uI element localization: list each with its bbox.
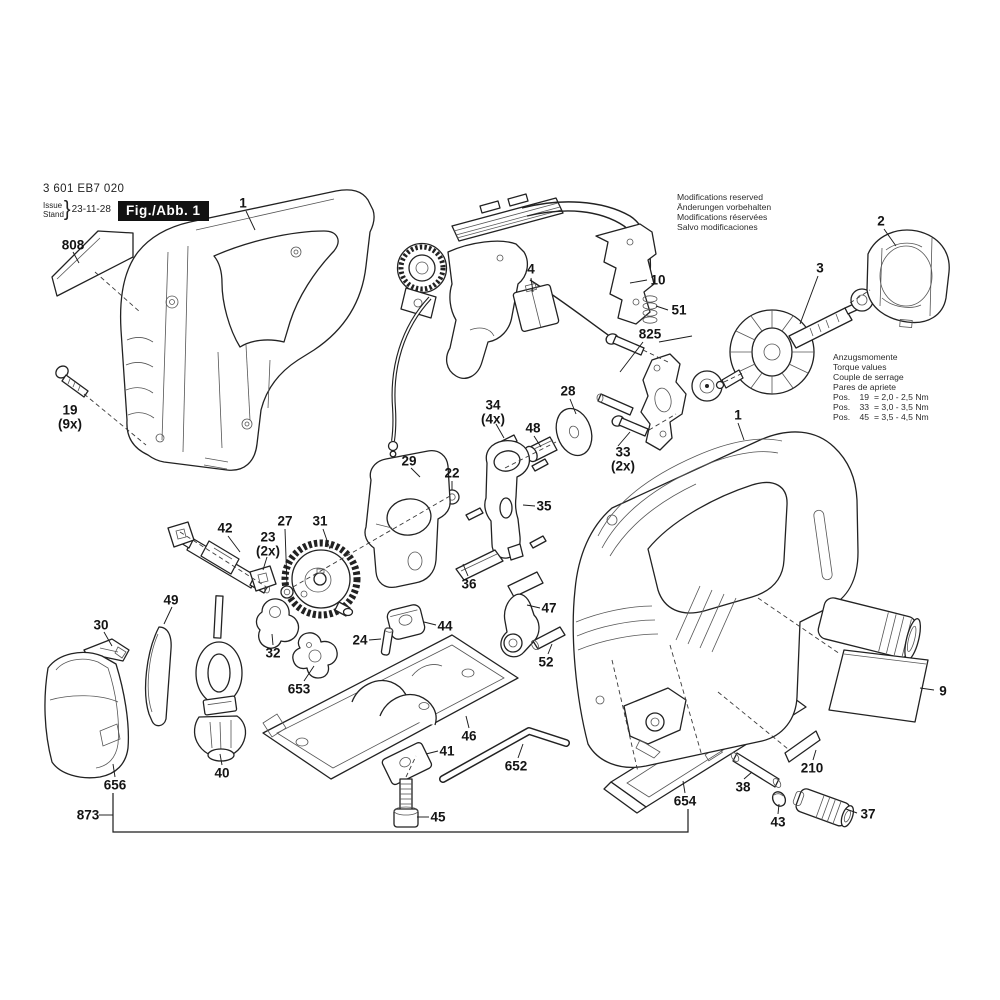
torque-pos-num: 33 — [859, 402, 869, 412]
group-bracket-873 — [99, 793, 689, 833]
issue-date: 23-11-28 — [71, 204, 111, 215]
part-28-disc — [555, 407, 593, 457]
part-37-nozzle — [792, 788, 855, 828]
torque-value: = 2,0 - 2,5 Nm — [874, 392, 929, 402]
stand-label: Stand — [43, 209, 64, 219]
part-40-plunger — [193, 595, 247, 762]
torque-values-block: Anzugsmomente Torque values Couple de se… — [833, 352, 929, 422]
torque-heading-es: Pares de apriete — [833, 382, 897, 392]
part-32-cam — [255, 598, 300, 649]
type-number: 3 601 EB7 020 — [43, 183, 125, 195]
torque-pos-label: Pos. — [833, 402, 851, 412]
assembly-axis-lines — [83, 271, 871, 778]
torque-row: Pos. 33 = 3,0 - 3,5 Nm — [833, 402, 929, 412]
torque-heading-en: Torque values — [833, 362, 887, 372]
torque-heading-de: Anzugsmomente — [833, 352, 898, 362]
part-1-left-housing — [119, 189, 375, 471]
part-24-pin — [380, 627, 394, 656]
issue-stand-block: Issue Stand } 23-11-28 — [43, 197, 111, 221]
part-38-rod — [730, 752, 782, 788]
part-653-cam-follower — [292, 632, 338, 679]
part-31-gear — [281, 539, 361, 619]
figure-label-box: Fig./Abb. 1 — [118, 201, 209, 221]
part-23-cubes — [167, 521, 277, 592]
part-210-pad — [784, 730, 821, 763]
modifications-notice: Modifications reserved Änderungen vorbeh… — [677, 192, 771, 232]
part-808-sticker — [51, 230, 134, 297]
part-10-bracket — [595, 223, 657, 325]
part-44-block — [386, 604, 426, 640]
part-46-lift-frame — [262, 634, 519, 780]
part-825-bearing-flange — [640, 353, 723, 451]
part-19-screw — [55, 365, 89, 398]
issue-label: Issue — [43, 200, 63, 210]
part-49-wire-bail — [144, 626, 172, 727]
switch-assembly — [387, 193, 652, 458]
part-652-allen-key — [439, 727, 570, 783]
torque-value: = 3,5 - 4,5 Nm — [874, 412, 929, 422]
brace-glyph: } — [63, 197, 71, 221]
torque-pos-num: 19 — [859, 392, 869, 402]
torque-row: Pos. 19 = 2,0 - 2,5 Nm — [833, 392, 929, 402]
torque-row: Pos. 45 = 3,5 - 4,5 Nm — [833, 412, 929, 422]
part-45-screw — [393, 778, 419, 828]
part-52-pin — [531, 626, 566, 651]
part-43-cap — [771, 791, 787, 807]
part-35-lever — [484, 440, 531, 561]
part-1-right-housing — [572, 431, 922, 768]
torque-pos-label: Pos. — [833, 412, 851, 422]
notice-line-en: Modifications reserved — [677, 192, 763, 202]
torque-heading-fr: Couple de serrage — [833, 372, 904, 382]
part-47-roller-guide — [500, 571, 544, 658]
notice-line-fr: Modifications réservées — [677, 212, 768, 222]
part-2-stator — [866, 229, 950, 328]
part-29-bearing-plate — [364, 450, 451, 589]
part-36-bar — [455, 549, 504, 581]
torque-pos-num: 45 — [859, 412, 869, 422]
part-4-plate — [512, 283, 560, 333]
part-9-panel — [828, 649, 929, 723]
notice-line-es: Salvo modificaciones — [677, 222, 758, 232]
part-33-screws — [596, 333, 649, 437]
part-656-guard-cover — [44, 651, 130, 779]
issue-stand-labels: Issue Stand — [43, 201, 64, 219]
torque-pos-label: Pos. — [833, 392, 851, 402]
notice-line-de: Änderungen vorbehalten — [677, 202, 772, 212]
leader-lines — [72, 210, 935, 818]
part-27-ring — [280, 585, 294, 599]
torque-value: = 3,0 - 3,5 Nm — [874, 402, 929, 412]
